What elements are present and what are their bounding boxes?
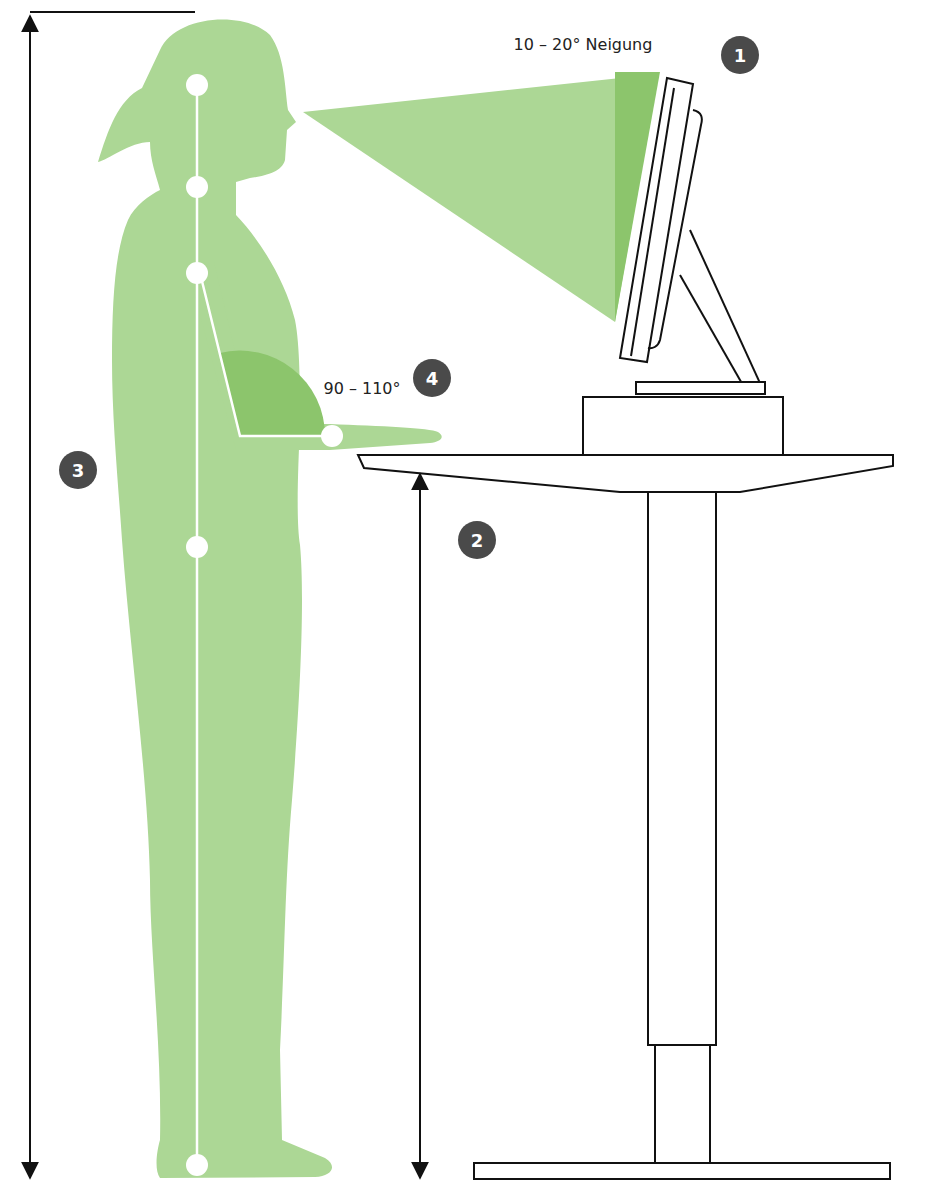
person-silhouette [98,19,332,1178]
standing-desk [358,455,893,1179]
vision-cone [303,74,658,322]
angle-label: 10 – 20° Neigung [514,36,653,54]
skeleton [197,85,332,1165]
callout-number: 2 [471,531,484,551]
callout-number: 3 [72,461,85,481]
arm [186,262,442,450]
callout-number: 1 [734,46,747,66]
angle-label: 90 – 110° [323,380,400,398]
monitor [583,78,783,455]
dimension-arrows [30,12,420,1178]
callout-number: 4 [426,369,439,389]
callout-circles [59,36,759,559]
joint-dots [186,74,343,1176]
